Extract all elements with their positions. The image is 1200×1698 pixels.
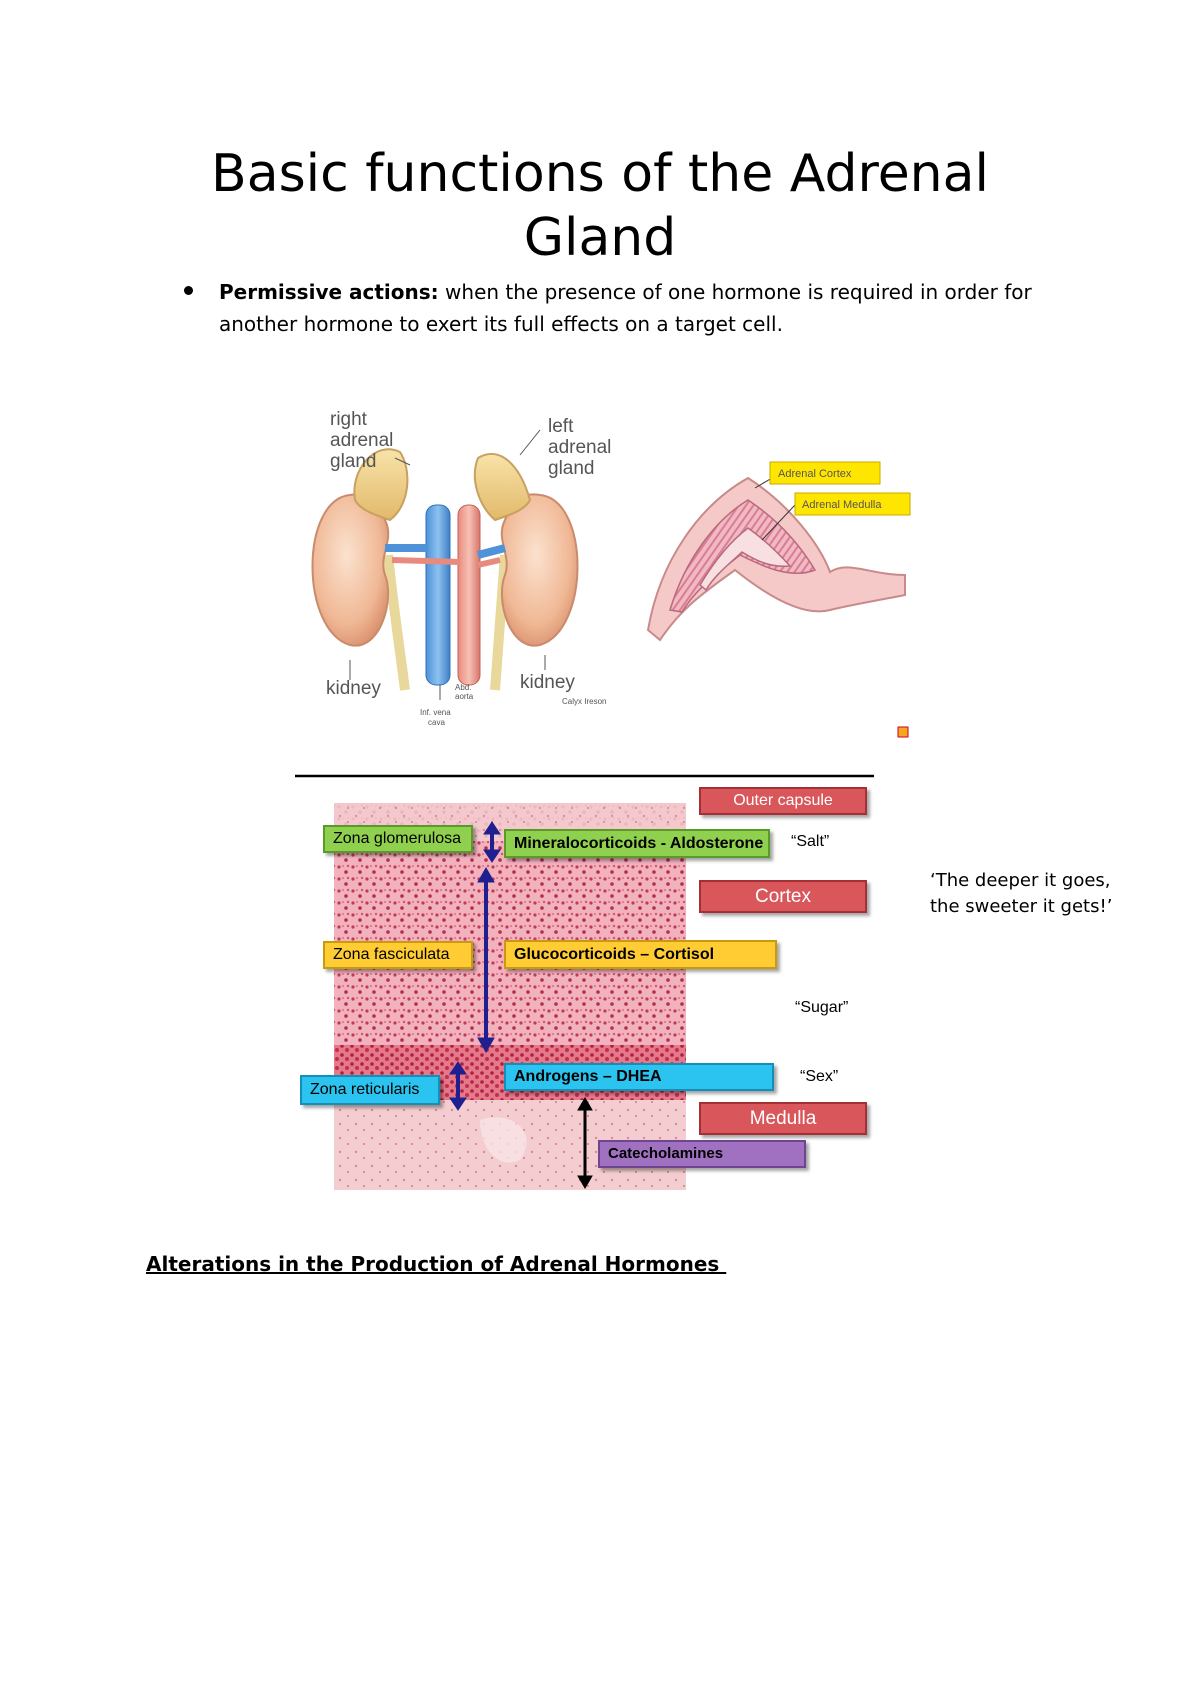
kidney-label-left: kidney — [326, 678, 381, 699]
sex-quote: “Sex” — [800, 1068, 839, 1085]
glucocorticoids-label: Glucocorticoids – Cortisol — [504, 940, 777, 969]
svg-text:left: left — [548, 416, 574, 437]
kidney-anatomy-figure: right adrenal gland left adrenal gland k… — [311, 405, 616, 735]
page-title: Basic functions of the Adrenal Gland — [211, 144, 989, 268]
svg-text:cava: cava — [428, 718, 445, 727]
svg-text:Abd.: Abd. — [455, 683, 471, 692]
bullet-marker — [184, 286, 193, 295]
aorta-label-2: aorta — [455, 692, 474, 701]
mineralocorticoids-text: Mineralocorticoids - Aldosterone — [514, 834, 764, 852]
right-adrenal-label-2: adrenal — [330, 430, 393, 451]
kidney-label-right: kidney — [520, 672, 575, 693]
mineralocorticoids-label: Mineralocorticoids - Aldosterone — [504, 829, 770, 858]
androgens-text: Androgens – DHEA — [514, 1068, 662, 1085]
arrow-reticularis — [449, 1061, 467, 1111]
svg-text:adrenal: adrenal — [548, 437, 611, 458]
cortex-label: Cortex — [699, 880, 867, 913]
zona-fasciculata-text: Zona fasciculata — [333, 946, 450, 963]
adrenal-cortex-label: Adrenal Cortex — [778, 468, 852, 480]
right-adrenal-label-1: right — [330, 409, 368, 430]
section-heading: Alterations in the Production of Adrenal… — [146, 1252, 727, 1276]
vena-cava-label-2: cava — [428, 718, 445, 727]
arrow-fasciculata — [477, 866, 495, 1054]
figure-credit: Calyx Ireson — [562, 697, 606, 706]
zona-glomerulosa-label: Zona glomerulosa — [323, 825, 473, 853]
aorta-label-1: Abd. — [455, 683, 471, 692]
vena-cava-label-1: Inf. vena — [420, 708, 451, 717]
side-note: ‘The deeper it goes, the sweeter it gets… — [930, 870, 1113, 917]
arrow-glomerulosa — [483, 821, 501, 863]
adrenal-cross-section-figure: Adrenal Cortex Adrenal Medulla — [646, 461, 911, 642]
outer-capsule-label: Outer capsule — [699, 787, 867, 815]
cortex-text: Cortex — [755, 885, 811, 907]
bullet-paragraph: Permissive actions: when the presence of… — [219, 276, 1039, 340]
left-adrenal-label-2: adrenal — [548, 437, 611, 458]
right-adrenal-label-3: gland — [330, 451, 377, 472]
bullet-term: Permissive actions: — [219, 280, 439, 304]
bullet-definition: when the presence of one hormone is requ… — [219, 280, 1032, 336]
svg-text:gland: gland — [548, 458, 595, 479]
salt-quote: “Salt” — [791, 833, 830, 850]
androgens-label: Androgens – DHEA — [504, 1063, 774, 1091]
svg-text:Inf. vena: Inf. vena — [420, 708, 451, 717]
glucocorticoids-text: Glucocorticoids – Cortisol — [514, 945, 715, 963]
zona-reticularis-label: Zona reticularis — [300, 1075, 440, 1105]
medulla-text: Medulla — [749, 1107, 817, 1129]
svg-text:gland: gland — [330, 451, 377, 472]
left-adrenal-label-1: left — [548, 416, 574, 437]
zona-fasciculata-label: Zona fasciculata — [323, 941, 473, 969]
zona-glomerulosa-text: Zona glomerulosa — [333, 830, 462, 847]
sugar-quote: “Sugar” — [795, 999, 849, 1016]
svg-text:adrenal: adrenal — [330, 430, 393, 451]
left-adrenal-label-3: gland — [548, 458, 595, 479]
svg-text:right: right — [330, 409, 368, 430]
catecholamines-text: Catecholamines — [608, 1145, 724, 1162]
svg-text:aorta: aorta — [455, 692, 474, 701]
medulla-label: Medulla — [699, 1102, 867, 1135]
zona-reticularis-text: Zona reticularis — [310, 1081, 420, 1098]
outer-capsule-text: Outer capsule — [733, 792, 833, 809]
adrenal-medulla-label: Adrenal Medulla — [802, 499, 882, 511]
catecholamines-label: Catecholamines — [598, 1140, 806, 1168]
arrow-medulla — [577, 1097, 593, 1189]
broken-image-icon — [897, 726, 909, 738]
